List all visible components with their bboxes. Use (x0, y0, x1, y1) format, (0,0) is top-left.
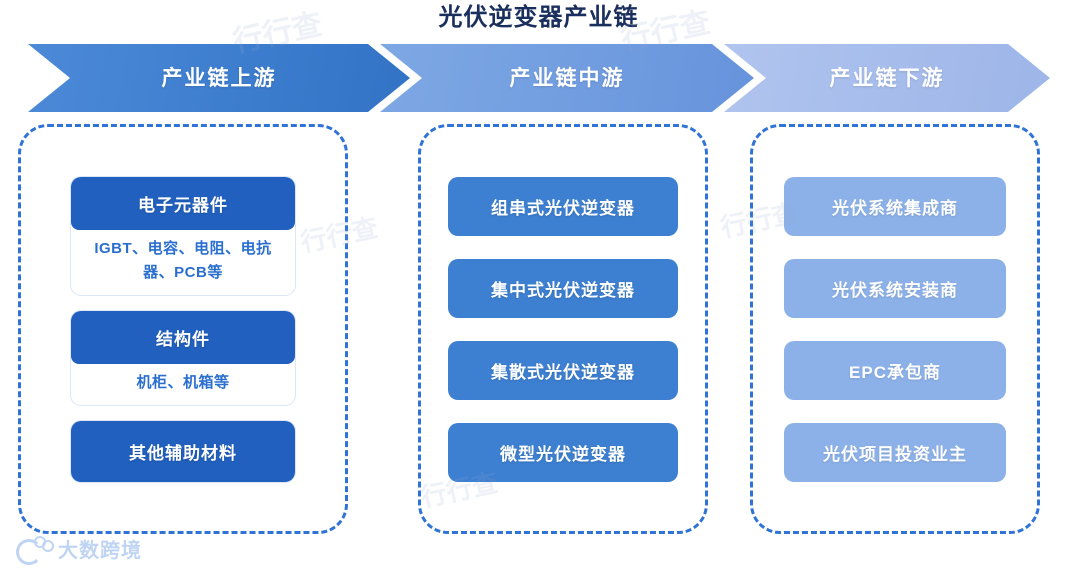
banner-downstream-label: 产业链下游 (829, 67, 945, 90)
banner-upstream-label: 产业链上游 (161, 67, 277, 90)
stage-banner-row: 产业链上游 产业链中游 产业链下游 (28, 44, 1050, 112)
chain-columns: 电子元器件 IGBT、电容、电阻、电抗器、PCB等 结构件 机柜、机箱等 其他辅… (18, 124, 1059, 536)
midstream-card-string-inverter: 组串式光伏逆变器 (448, 176, 678, 236)
upstream-card-title: 结构件 (71, 310, 295, 364)
page-title: 光伏逆变器产业链 (438, 5, 639, 31)
upstream-card-title: 电子元器件 (71, 176, 295, 230)
upstream-card-structural-parts: 结构件 机柜、机箱等 (71, 310, 295, 405)
banner-midstream-label: 产业链中游 (509, 67, 625, 90)
upstream-card-title: 其他辅助材料 (71, 420, 295, 482)
upstream-card-detail: IGBT、电容、电阻、电抗器、PCB等 (94, 239, 272, 281)
brand-logo: 大数跨境 (16, 534, 142, 565)
upstream-card-detail: 机柜、机箱等 (136, 373, 230, 391)
banner-midstream: 产业链中游 (380, 44, 754, 112)
downstream-card-project-owner: 光伏项目投资业主 (784, 422, 1006, 482)
column-downstream: 光伏系统集成商 光伏系统安装商 EPC承包商 光伏项目投资业主 (750, 124, 1040, 534)
upstream-card-electronic-components: 电子元器件 IGBT、电容、电阻、电抗器、PCB等 (71, 176, 295, 295)
logo-text: 大数跨境 (58, 540, 142, 562)
banner-upstream: 产业链上游 (28, 44, 410, 112)
logo-mark-icon (16, 535, 54, 565)
midstream-card-micro-inverter: 微型光伏逆变器 (448, 422, 678, 482)
upstream-card-other-materials: 其他辅助材料 (71, 420, 295, 482)
column-midstream: 组串式光伏逆变器 集中式光伏逆变器 集散式光伏逆变器 微型光伏逆变器 (418, 124, 708, 534)
midstream-card-distributed-inverter: 集散式光伏逆变器 (448, 340, 678, 400)
banner-downstream: 产业链下游 (724, 44, 1050, 112)
downstream-card-system-installer: 光伏系统安装商 (784, 258, 1006, 318)
column-upstream: 电子元器件 IGBT、电容、电阻、电抗器、PCB等 结构件 机柜、机箱等 其他辅… (18, 124, 348, 534)
downstream-card-system-integrator: 光伏系统集成商 (784, 176, 1006, 236)
downstream-card-epc-contractor: EPC承包商 (784, 340, 1006, 400)
midstream-card-central-inverter: 集中式光伏逆变器 (448, 258, 678, 318)
